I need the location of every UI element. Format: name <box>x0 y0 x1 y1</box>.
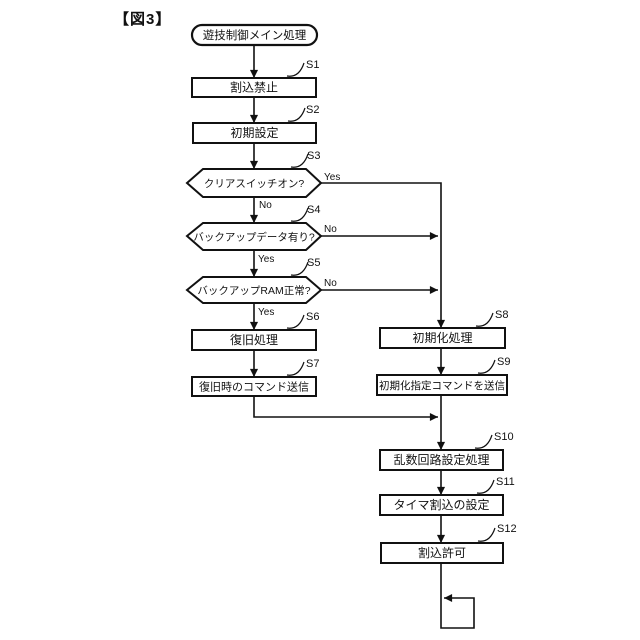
step-leader <box>286 314 305 329</box>
step-leader <box>477 527 496 542</box>
step-id: S7 <box>306 358 319 370</box>
terminal-label: 遊技制御メイン処理 <box>203 28 307 42</box>
step-leader <box>477 359 496 374</box>
decision-shape <box>185 222 323 251</box>
step-id: S8 <box>495 309 508 321</box>
connector-s7-merge <box>253 396 438 422</box>
branch-label-no: No <box>324 224 337 235</box>
step-id: S5 <box>307 257 320 269</box>
process-label: 初期設定 <box>230 125 278 140</box>
node-s5-decision: バックアップRAM正常? S5 No Yes <box>185 257 337 318</box>
process-shape <box>379 449 504 471</box>
connector-endless-loop <box>440 563 475 629</box>
node-s4-decision: バックアップデータ有り? S4 No Yes <box>185 204 337 265</box>
step-id: S12 <box>497 523 517 535</box>
process-label: 初期化処理 <box>412 331 472 345</box>
node-s8-process: 初期化処理 S8 <box>379 309 508 349</box>
connector-s3-yes-s8 <box>321 182 446 328</box>
step-id: S6 <box>306 311 319 323</box>
step-id: S1 <box>306 59 319 71</box>
process-label: 復旧時のコマンド送信 <box>199 380 309 394</box>
decision-label: バックアップデータ有り? <box>193 231 314 244</box>
process-label: 初期化指定コマンドを送信 <box>379 379 505 392</box>
step-id: S2 <box>306 104 319 116</box>
decision-label: クリアスイッチオン? <box>204 178 304 190</box>
node-s12-process: 割込許可 S12 <box>380 523 517 564</box>
branch-label-no: No <box>259 200 272 211</box>
figure-title: 【図3】 <box>114 10 171 28</box>
node-s6-process: 復旧処理 S6 <box>191 311 319 351</box>
step-id: S10 <box>494 431 514 443</box>
branch-label-yes: Yes <box>324 172 340 183</box>
step-id: S3 <box>307 150 320 162</box>
node-s2-process: 初期設定 S2 <box>192 104 319 144</box>
branch-label-no: No <box>324 278 337 289</box>
step-id: S11 <box>496 476 515 488</box>
process-shape <box>191 329 317 351</box>
step-leader <box>286 361 305 376</box>
process-shape <box>191 77 317 98</box>
process-shape <box>379 494 504 516</box>
step-id: S4 <box>307 204 320 216</box>
branch-label-yes: Yes <box>258 307 274 318</box>
step-leader <box>476 479 495 494</box>
process-label: 乱数回路設定処理 <box>393 452 489 467</box>
terminal-shape <box>190 23 319 47</box>
decision-shape <box>185 276 323 304</box>
connectors <box>249 45 475 629</box>
node-s11-process: タイマ割込の設定 S11 <box>379 476 515 516</box>
nodes: 遊技制御メイン処理 割込禁止 S1 初期設定 S2 クリアスイッチオン? S3 … <box>185 23 517 564</box>
process-label: 復旧処理 <box>230 332 278 347</box>
process-shape <box>191 376 317 397</box>
step-leader <box>286 62 305 77</box>
node-start-terminal: 遊技制御メイン処理 <box>190 23 319 47</box>
step-id: S9 <box>497 356 510 368</box>
node-s10-process: 乱数回路設定処理 S10 <box>379 431 514 471</box>
node-s7-process: 復旧時のコマンド送信 S7 <box>191 358 319 397</box>
decision-label: バックアップRAM正常? <box>197 284 310 297</box>
process-shape <box>380 542 504 564</box>
process-label: 割込許可 <box>418 545 466 560</box>
step-leader <box>290 153 309 168</box>
process-shape <box>192 122 317 144</box>
decision-shape <box>185 168 323 198</box>
step-leader <box>474 434 493 449</box>
step-leader <box>475 312 494 327</box>
process-shape <box>376 374 508 396</box>
process-label: タイマ割込の設定 <box>393 497 489 512</box>
step-leader <box>290 207 309 222</box>
process-label: 割込禁止 <box>230 80 278 95</box>
node-s1-process: 割込禁止 S1 <box>191 59 319 98</box>
node-s9-process: 初期化指定コマンドを送信 S9 <box>376 356 510 396</box>
branch-label-yes: Yes <box>258 254 274 265</box>
process-shape <box>379 327 506 349</box>
step-leader <box>290 261 309 276</box>
step-leader <box>287 107 306 122</box>
node-s3-decision: クリアスイッチオン? S3 Yes No <box>185 150 340 211</box>
